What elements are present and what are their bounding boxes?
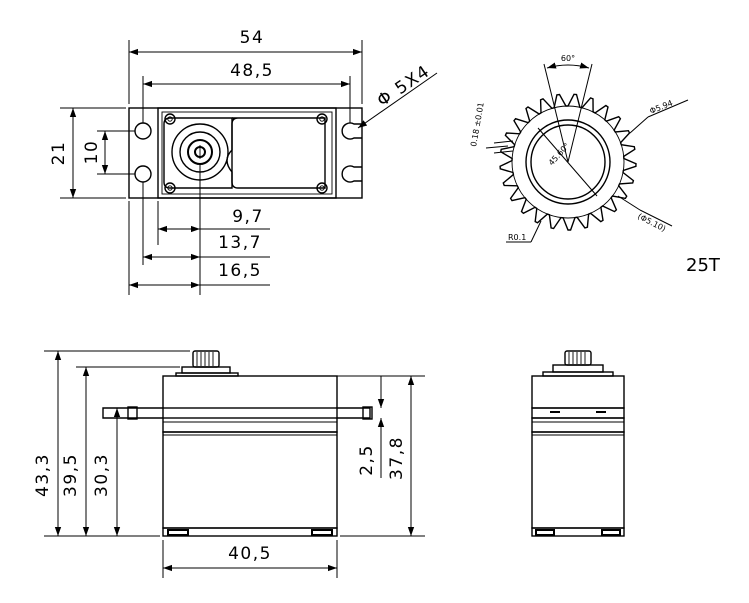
mounting-slot [341,165,362,183]
dim-height: 21 [49,141,69,166]
spline-angle: 60° [561,54,575,63]
dim-body-width: 40,5 [228,544,272,564]
narrow-side-view [531,350,625,537]
screw-icon [164,113,328,194]
dim-body-height: 37,8 [387,436,407,480]
spline-tolerance: 0.18 ±0.01 [469,102,486,148]
side-body-middle [531,417,625,433]
mounting-flange-right [336,407,371,419]
top-view-body-inner [161,111,333,195]
spline-teeth-count: 25T [686,255,721,276]
spline-angle-2: 45.60° [547,141,572,167]
top-view-recess [226,117,326,189]
front-side-view: 43,3 39,5 30,3 37,8 2,5 40,5 [33,350,425,578]
dim-leader-hole-diameter [357,72,438,129]
dim-overall-width: 54 [240,28,265,48]
dim-inner-height: 10 [82,140,102,165]
dim-height-2: 39,5 [61,453,81,497]
spline-outer-diameter: Φ5.94 [648,98,674,115]
spline-bore-outer [525,119,611,205]
top-view: 54 48,5 Φ 5X4 21 10 9,7 13,7 16,5 [49,28,438,295]
spline-bore-inner [530,124,606,200]
top-view-gear-housing [163,117,233,189]
top-view-body-outline [157,107,337,199]
body-bottom-cover [162,527,338,537]
side-body-top [531,375,625,409]
dim-hole-diameter: Φ 5X4 [374,61,435,111]
dim-height-3: 30,3 [92,453,112,497]
mounting-flange-left [102,407,164,419]
dim-flange: 2,5 [357,444,377,476]
body-top-cap [162,375,338,409]
spline-detail: 60° 45.60° 0.18 ±0.01 Φ5.94 (Φ5.10) R0.1… [469,54,721,276]
side-body-main [531,431,625,529]
dim-shaft-3: 16,5 [218,261,262,281]
side-body-flange-band [531,407,625,419]
side-body-bottom [531,527,625,537]
dim-shaft-1: 9,7 [232,207,264,227]
mounting-slot [341,122,362,140]
spline-radius: R0.1 [508,233,526,242]
spline-root-circle [511,105,625,219]
mounting-hole [134,122,152,140]
mounting-hole [134,165,152,183]
spline-angle-2-line [537,127,598,197]
dim-shaft-2: 13,7 [218,233,262,253]
dim-total-height: 43,3 [33,453,53,497]
body-main [162,431,338,529]
spline-root-diameter: (Φ5.10) [636,212,667,234]
body-middle [162,417,338,433]
dim-hole-spacing: 48,5 [230,61,274,81]
